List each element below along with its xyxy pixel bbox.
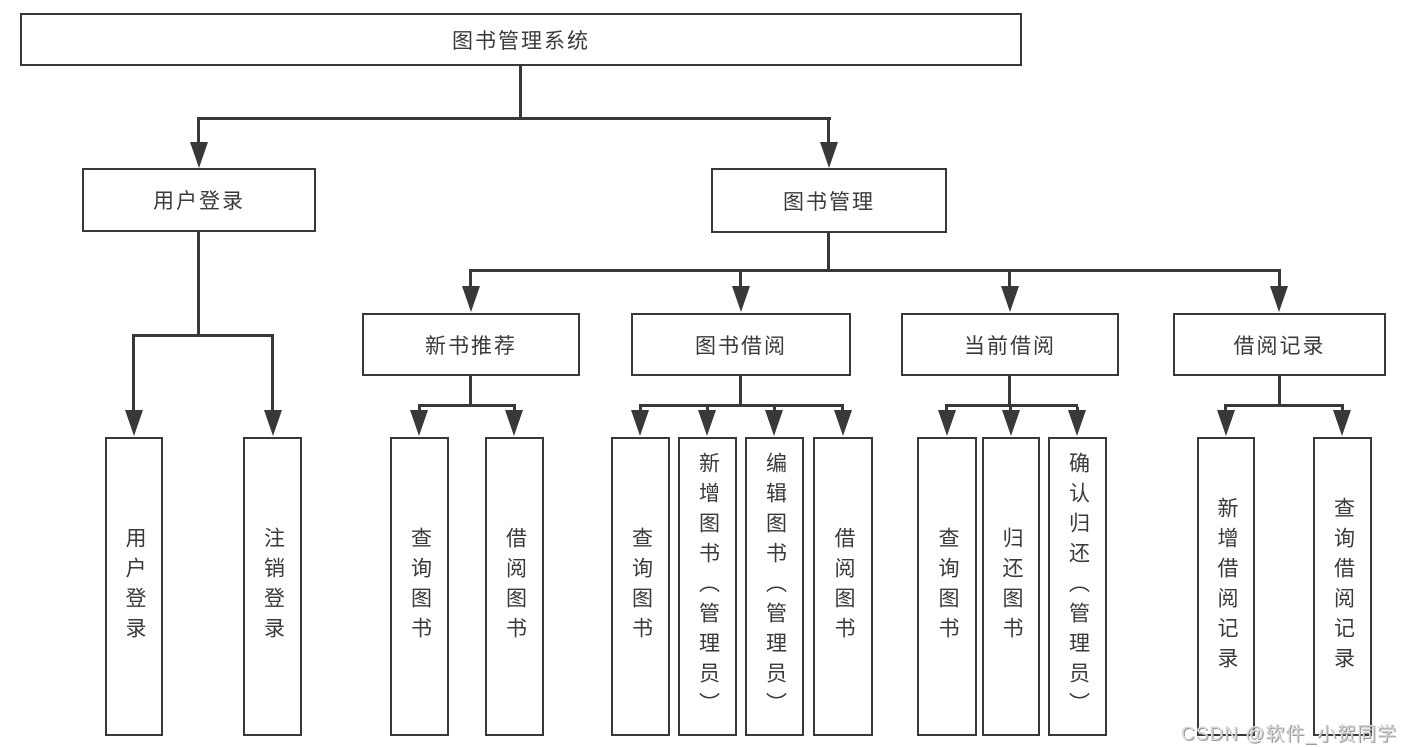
connector-line: [639, 404, 844, 407]
connector-line: [639, 407, 642, 411]
connector-line: [945, 407, 948, 411]
leaf-add-books-admin: 新增图书（管理员）: [678, 437, 737, 736]
connector-line: [1008, 272, 1011, 286]
connector-line: [197, 117, 831, 120]
leaf-query-books-2: 查询图书: [611, 437, 670, 736]
arrow-down-icon: [1217, 410, 1235, 436]
leaf-add-borrow-record: 新增借阅记录: [1197, 437, 1255, 736]
connector-line: [1278, 272, 1281, 286]
arrow-down-icon: [1333, 410, 1351, 436]
connector-line: [418, 407, 421, 411]
leaf-borrow-books-2: 借阅图书: [813, 437, 873, 736]
leaf-confirm-return-admin: 确认归还（管理员）: [1048, 437, 1107, 736]
connector-line: [271, 337, 274, 410]
connector-line: [197, 232, 200, 337]
csdn-watermark: CSDN @软件_小贺同学: [1181, 724, 1397, 745]
arrow-down-icon: [1002, 410, 1020, 436]
arrow-down-icon: [190, 142, 208, 168]
leaf-query-books-1: 查询图书: [390, 437, 449, 736]
connector-line: [418, 404, 516, 407]
node-book-borrow: 图书借阅: [631, 313, 851, 376]
arrow-down-icon: [264, 410, 282, 436]
connector-line: [827, 120, 830, 143]
node-borrow-records: 借阅记录: [1173, 313, 1386, 376]
node-root: 图书管理系统: [20, 13, 1022, 66]
connector-line: [132, 337, 135, 410]
arrow-down-icon: [938, 410, 956, 436]
connector-line: [197, 120, 200, 143]
arrow-down-icon: [1068, 410, 1086, 436]
connector-line: [469, 376, 472, 407]
connector-line: [739, 272, 742, 286]
node-user-login: 用户登录: [82, 168, 316, 232]
leaf-borrow-books-1: 借阅图书: [485, 437, 544, 736]
arrow-down-icon: [410, 410, 428, 436]
arrow-down-icon: [631, 410, 649, 436]
connector-line: [1278, 376, 1281, 407]
leaf-return-books: 归还图书: [982, 437, 1040, 736]
connector-line: [513, 407, 516, 411]
node-book-management: 图书管理: [711, 168, 947, 233]
arrow-down-icon: [698, 410, 716, 436]
leaf-logout: 注销登录: [243, 437, 302, 736]
leaf-query-borrow-record: 查询借阅记录: [1313, 437, 1372, 736]
connector-line: [1341, 407, 1344, 411]
arrow-down-icon: [834, 410, 852, 436]
connector-line: [132, 334, 274, 337]
leaf-edit-books-admin: 编辑图书（管理员）: [745, 437, 804, 736]
arrow-down-icon: [732, 286, 750, 312]
arrow-down-icon: [1001, 286, 1019, 312]
arrow-down-icon: [125, 410, 143, 436]
arrow-down-icon: [462, 286, 480, 312]
arrow-down-icon: [820, 142, 838, 168]
connector-line: [1008, 376, 1011, 407]
arrow-down-icon: [505, 410, 523, 436]
connector-line: [827, 233, 830, 272]
leaf-query-books-3: 查询图书: [917, 437, 977, 736]
node-current-borrow: 当前借阅: [901, 313, 1119, 376]
arrow-down-icon: [765, 410, 783, 436]
connector-line: [739, 376, 742, 407]
connector-line: [519, 66, 522, 120]
node-new-book-recommend: 新书推荐: [362, 313, 580, 376]
connector-line: [706, 407, 709, 411]
connector-line: [469, 272, 472, 286]
connector-line: [841, 407, 844, 411]
arrow-down-icon: [1270, 286, 1288, 312]
connector-line: [1009, 407, 1012, 411]
connector-line: [945, 404, 1078, 407]
connector-line: [773, 407, 776, 411]
connector-line: [1224, 407, 1227, 411]
leaf-user-login: 用户登录: [105, 437, 163, 736]
connector-line: [469, 269, 1281, 272]
connector-line: [1076, 407, 1079, 411]
connector-line: [1224, 404, 1344, 407]
